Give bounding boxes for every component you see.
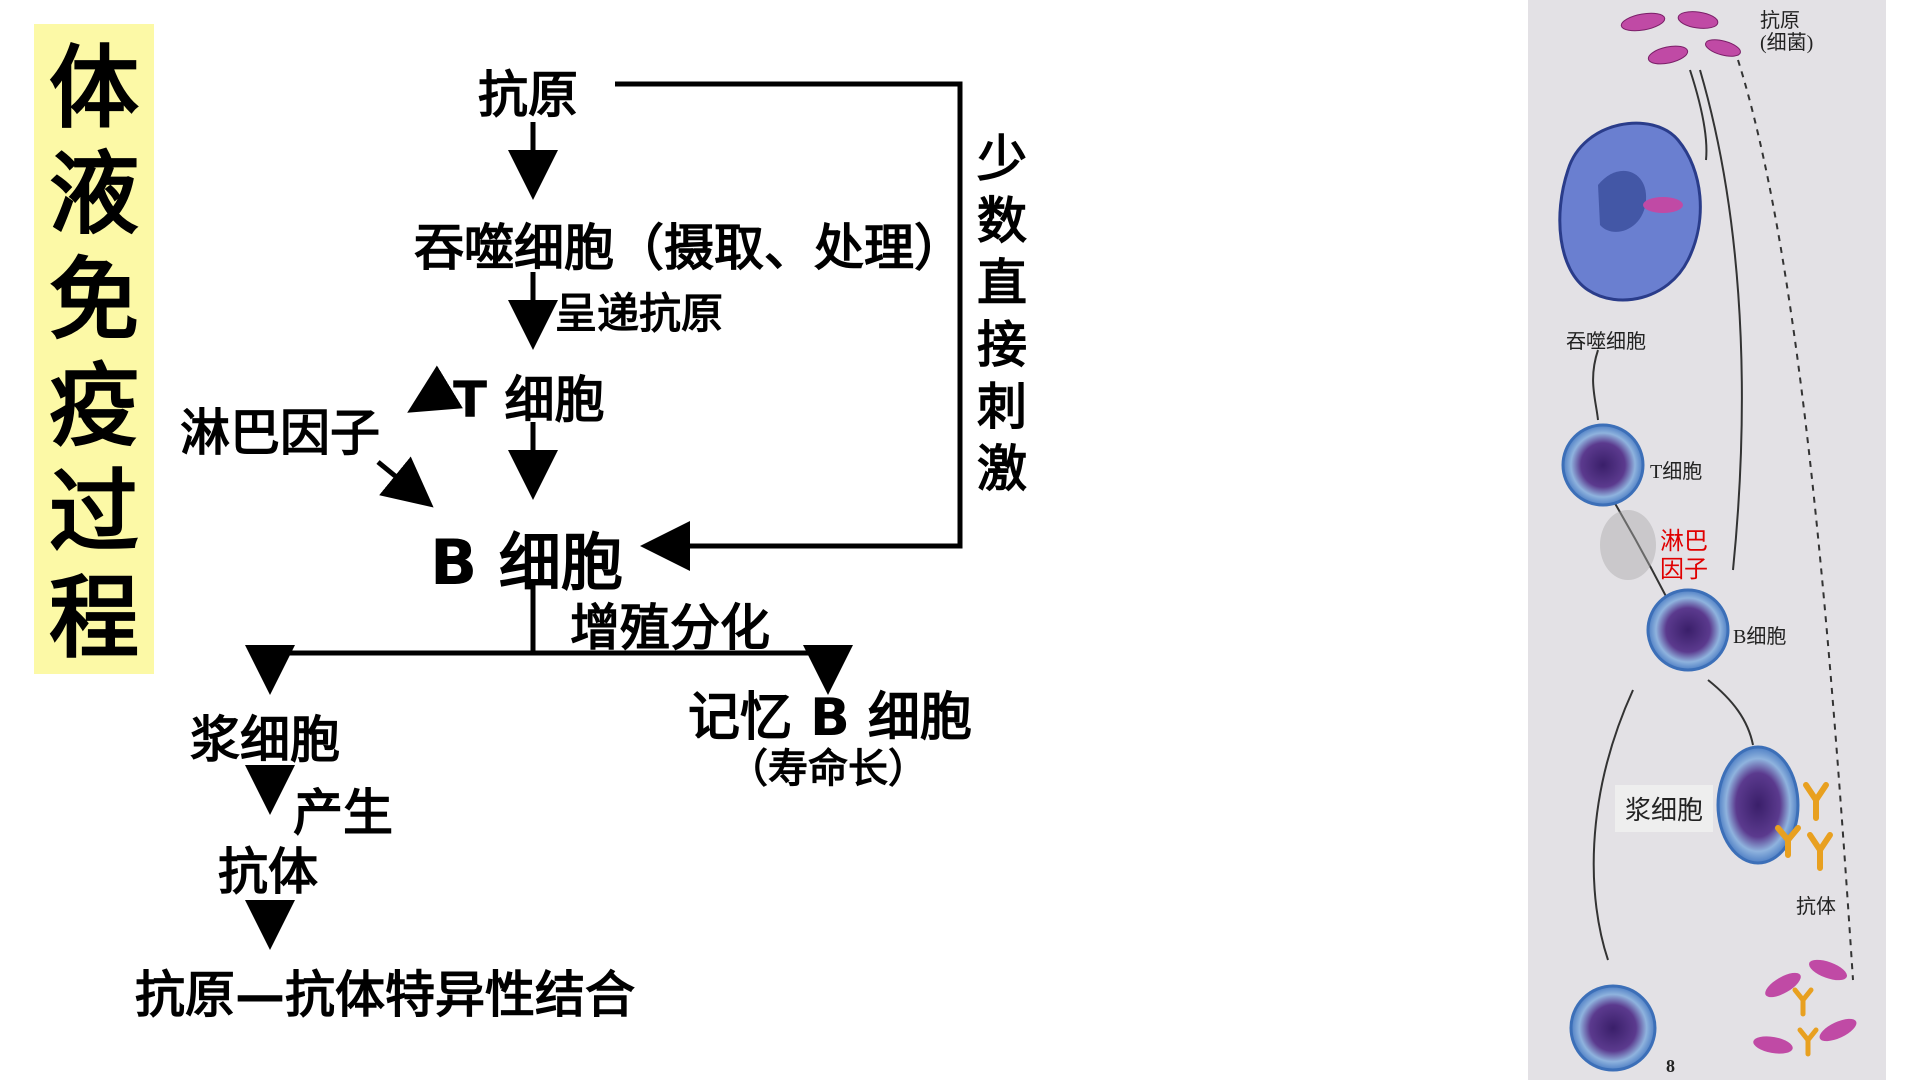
t-cell-icon (1561, 423, 1645, 507)
node-binding: 抗原—抗体特异性结合 (135, 966, 635, 1024)
label-b-cell: B细胞 (1733, 626, 1787, 648)
label-plasma-cell: 浆细胞 (1615, 785, 1714, 832)
title-char: 液 (49, 142, 139, 247)
antigen-antibody-complex-icon (1753, 959, 1857, 1057)
label-lifespan: （寿命长） (728, 746, 928, 792)
label-antibody: 抗体 (1796, 896, 1836, 918)
arrow-tcell-to-lymphokine (407, 365, 463, 413)
label-present-antigen: 呈递抗原 (555, 289, 724, 338)
label-t-cell: T细胞 (1650, 461, 1703, 483)
node-b-cell: B 细胞 (430, 526, 623, 599)
illustration-panel: 抗原 (细菌) 吞噬细胞 T细胞 淋巴 因子 B细胞 浆细胞 抗体 8 (1528, 0, 1886, 1080)
arrow-curve (1592, 349, 1599, 421)
flow-diagram (245, 81, 963, 950)
b-cell-icon (1646, 588, 1730, 672)
arrow-curve (1699, 69, 1743, 571)
arrow-curve (1592, 689, 1634, 961)
arrow-direct-stimulation (615, 81, 963, 571)
antibody-icon (1775, 782, 1833, 871)
lymphokine-icon (1600, 510, 1656, 580)
label-macrophage: 吞噬细胞 (1566, 331, 1646, 353)
memory-cell-icon (1569, 984, 1657, 1072)
node-memory-b: 记忆 B 细胞 (688, 688, 972, 748)
node-plasma-cell: 浆细胞 (190, 711, 340, 769)
node-t-cell: T 细胞 (453, 371, 605, 429)
node-lymphokine: 淋巴因子 (180, 404, 380, 462)
node-antigen: 抗原 (478, 66, 578, 124)
title-char: 体 (49, 36, 139, 141)
label-proliferate: 增殖分化 (570, 599, 770, 657)
cell-illustration (1558, 11, 1857, 1072)
node-antibody: 抗体 (218, 843, 318, 901)
title-char: 疫 (49, 354, 139, 459)
arrow-lymphokine-to-bcell (376, 456, 434, 508)
label-lymphokine: 淋巴 因子 (1660, 527, 1708, 583)
arrow-curve (1689, 69, 1708, 161)
node-macrophage: 吞噬细胞（摄取、处理） (414, 219, 964, 277)
plasma-cell-icon (1716, 745, 1800, 865)
label-produce: 产生 (293, 784, 393, 842)
label-antigen-bacteria: 抗原 (细菌) (1760, 10, 1814, 54)
label-direct-stimulation: 少 数 直 接 刺 激 (977, 130, 1027, 498)
title-char: 过 (49, 460, 139, 565)
title-box: 体 液 免 疫 过 程 (34, 24, 154, 674)
page-number: 8 (1666, 1056, 1675, 1076)
title-char: 程 (49, 566, 139, 671)
arrow-curve (1707, 679, 1754, 746)
title-char: 免 (49, 248, 139, 353)
macrophage-icon (1558, 121, 1702, 302)
bacteria-icon (1620, 11, 1741, 65)
